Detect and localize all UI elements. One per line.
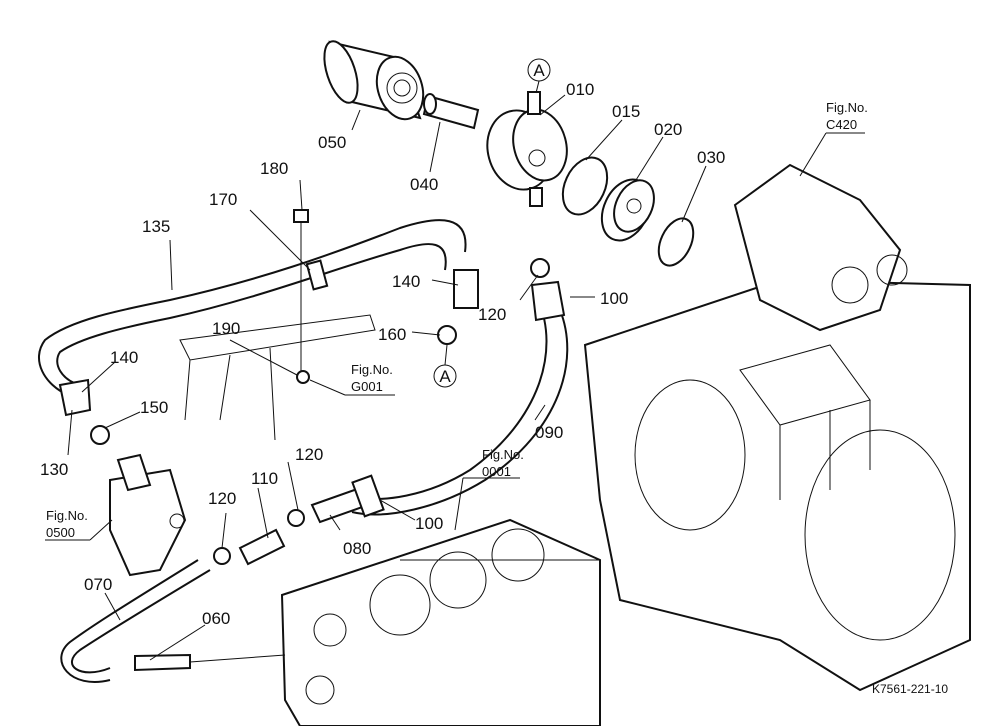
fig-ref-c420: Fig.No. C420 [826,100,868,132]
pump-body [109,453,187,577]
label-130: 130 [40,460,68,479]
clamp-120 [287,509,305,527]
label-140-upper: 140 [392,272,420,291]
bolt-180 [293,209,310,384]
fig-ref-0500: Fig.No. 0500 [46,508,88,540]
label-140-lower: 140 [110,348,138,367]
label-190: 190 [212,319,240,338]
fig-ref-0500-code: 0500 [46,525,75,540]
part-labels: 010 015 020 030 040 050 060 070 080 090 … [40,80,725,628]
clamp-120-upper [530,258,550,278]
fig-ref-0001: Fig.No. 0001 [482,447,524,479]
hose-end-140 [453,269,479,309]
leader-lines [45,94,865,663]
marker-a-top-label: A [533,61,545,80]
hose-090 [349,299,548,500]
marker-a-top: A [527,58,551,94]
label-040: 040 [410,175,438,194]
fig-ref-c420-title: Fig.No. [826,100,868,115]
label-100-upper: 100 [600,289,628,308]
pipe-060 [134,653,191,672]
label-100-lower: 100 [415,514,443,533]
cooler-element [600,178,655,242]
label-150: 150 [140,398,168,417]
engine-block [280,518,601,726]
label-080: 080 [343,539,371,558]
pipe-110 [238,528,286,566]
oil-cooler [486,91,568,207]
label-070: 070 [84,575,112,594]
drawing-code: K7561-221-10 [872,682,948,696]
transmission-case [583,163,971,692]
label-120-lower: 120 [208,489,236,508]
label-120-middle: 120 [295,445,323,464]
label-110: 110 [251,469,278,488]
fig-ref-g001-code: G001 [351,379,383,394]
fig-ref-g001: Fig.No. G001 [351,362,393,394]
clamp-160 [437,325,457,345]
o-ring-030 [657,217,695,267]
label-160: 160 [378,325,406,344]
label-170: 170 [209,190,237,209]
hose-070 [71,569,211,674]
clamp-120-lower [213,547,231,565]
fig-ref-c420-code: C420 [826,117,857,132]
label-020: 020 [654,120,682,139]
fig-ref-g001-title: Fig.No. [351,362,393,377]
label-135: 135 [142,217,170,236]
label-060: 060 [202,609,230,628]
oil-filter-cartridge [323,40,425,121]
label-180: 180 [260,159,288,178]
clamp-170 [305,259,329,291]
label-120-upper: 120 [478,305,506,324]
fig-ref-0001-title: Fig.No. [482,447,524,462]
clamp-150 [90,425,110,445]
label-050: 050 [318,133,346,152]
hose-135 [38,219,467,396]
label-090: 090 [535,423,563,442]
marker-a-bottom-label: A [439,367,451,386]
marker-a-bottom: A [433,344,457,388]
label-015: 015 [612,102,640,121]
fig-ref-0001-code: 0001 [482,464,511,479]
bracket-190 [179,314,376,441]
filter-pipe [422,93,480,130]
hose-end-100 [530,280,566,322]
label-010: 010 [566,80,594,99]
fig-ref-0500-title: Fig.No. [46,508,88,523]
o-ring-015 [561,156,609,216]
label-030: 030 [697,148,725,167]
hose-end-130 [58,378,92,417]
